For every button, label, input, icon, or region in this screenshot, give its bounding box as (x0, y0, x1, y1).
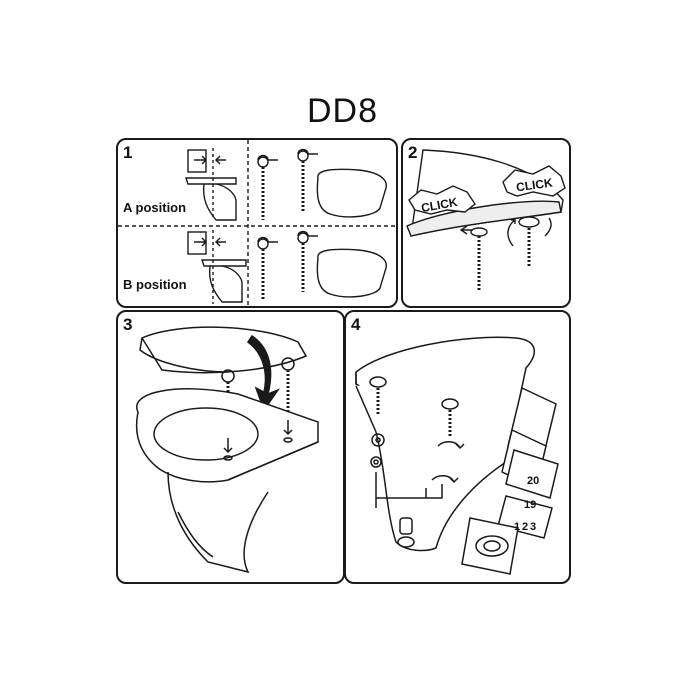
step-1-illustration (118, 140, 396, 306)
step-2-illustration (406, 149, 566, 290)
step-4-panel: 4 (344, 310, 571, 584)
seat-b-icon (316, 248, 387, 298)
position-a-label: A position (123, 200, 187, 215)
rotate-arrow-icon-2 (431, 475, 459, 484)
hinge-bolt-right-icon (507, 216, 552, 268)
position-b-label: B position (123, 277, 187, 292)
step-3-illustration (135, 326, 319, 574)
page-number-19: 19 (524, 499, 537, 511)
toilet-profile-b-icon (187, 230, 247, 304)
toilet-bowl-icon (355, 367, 527, 552)
connector-lines (375, 472, 443, 508)
seat-a-icon (316, 168, 387, 218)
step-1-number: 1 (123, 143, 133, 162)
page-number-2: 2 (522, 521, 529, 533)
nut-icon (370, 456, 382, 468)
page-number-20: 20 (527, 475, 540, 487)
page-number-3: 3 (530, 521, 537, 533)
toilet-bowl-icon (135, 388, 319, 483)
hinge-left-icon (369, 376, 387, 416)
hinge-pair-a-icon (257, 148, 318, 220)
step-3-number: 3 (123, 315, 133, 334)
step-2-panel: 2 CLICK CLICK (401, 138, 571, 308)
click-burst-right-icon (502, 165, 566, 197)
step-2-number: 2 (408, 143, 418, 162)
page-number-1: 1 (514, 521, 521, 533)
push-arrow-icon (459, 225, 473, 235)
step-3-panel: 3 (116, 310, 345, 584)
page-title: DD8 (306, 92, 379, 130)
hinge-pair-b-icon (257, 230, 318, 300)
washer-icon (371, 433, 385, 447)
seat-lid-icon (140, 326, 308, 374)
hinge-bolt-left-icon (470, 227, 488, 290)
seat-ring-icon (406, 200, 562, 237)
step-4-number: 4 (351, 315, 361, 334)
rotate-arrow-icon (437, 441, 465, 450)
step-4-illustration (355, 336, 559, 575)
click-burst-left-icon (408, 185, 476, 215)
toilet-profile-a-icon (185, 148, 237, 221)
step-1-panel: 1 A position B position (116, 138, 398, 308)
bolt-cap-icon (397, 517, 415, 548)
hinge-right-icon (441, 398, 459, 438)
instruction-pages-icon (461, 386, 559, 575)
